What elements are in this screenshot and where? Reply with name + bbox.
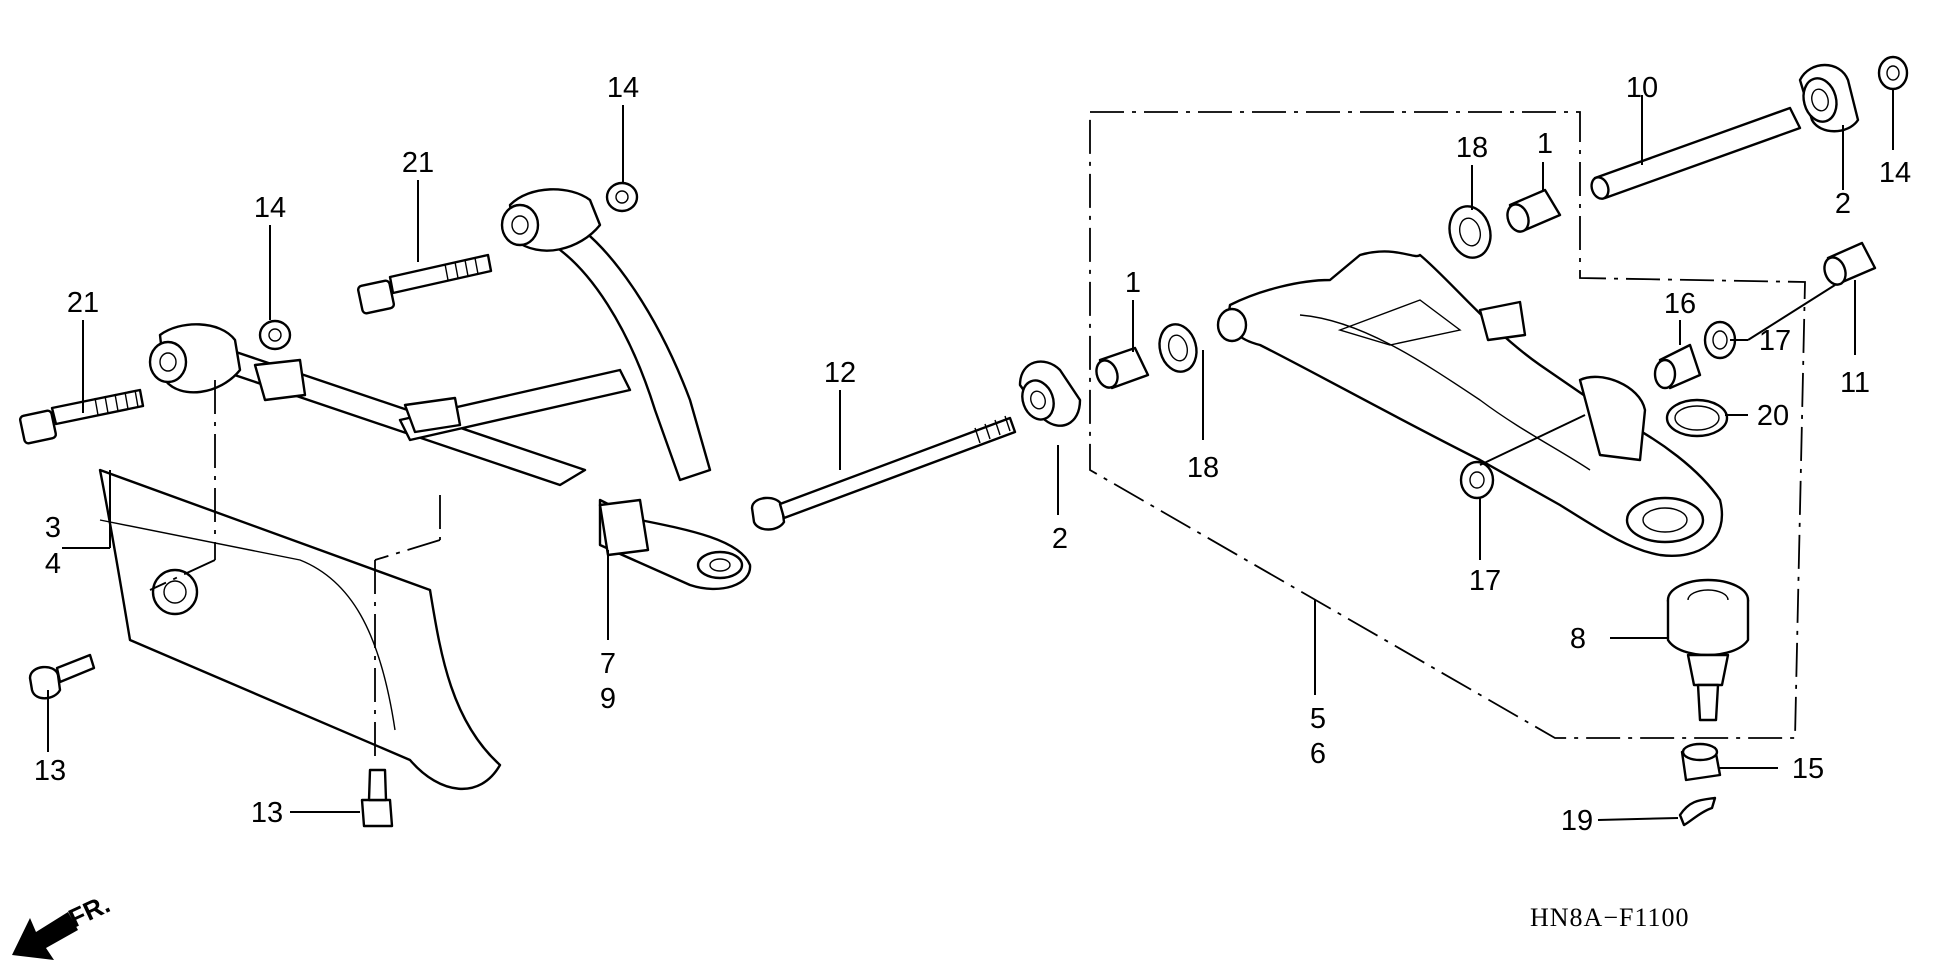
circlip-20	[1665, 398, 1729, 438]
bolt-21-left	[18, 388, 145, 445]
label-6: 6	[1310, 738, 1326, 770]
collar-1-upper	[1506, 188, 1562, 233]
label-16: 16	[1664, 288, 1696, 320]
label-14-right: 14	[1879, 157, 1911, 189]
label-18-left: 18	[1187, 452, 1219, 484]
label-7: 7	[600, 648, 616, 680]
label-4: 4	[45, 548, 61, 580]
lower-arm	[1216, 250, 1723, 557]
ball-joint-8	[1666, 578, 1750, 722]
bearing-17-lower	[1459, 460, 1495, 500]
label-21-left: 21	[67, 287, 99, 319]
long-bolt-12	[750, 415, 1017, 531]
label-1-left: 1	[1125, 267, 1141, 299]
label-3: 3	[45, 512, 61, 544]
label-10: 10	[1626, 72, 1658, 104]
arm-guard-plate	[98, 468, 502, 790]
label-15: 15	[1792, 753, 1824, 785]
front-indicator: FR.	[12, 889, 115, 960]
label-17-upper: 17	[1759, 325, 1791, 357]
left-guide-lines	[149, 380, 441, 760]
bolt-21-upper	[356, 253, 493, 315]
part-labels: 14 21 14 21 3 4 13 13 7 9 12 2 1 18 18 1…	[34, 72, 1911, 837]
castle-nut-15	[1680, 742, 1722, 782]
label-8: 8	[1570, 623, 1586, 655]
label-11: 11	[1840, 367, 1870, 399]
label-1-upper: 1	[1537, 128, 1553, 160]
nut-14-upper	[605, 181, 639, 213]
label-19: 19	[1561, 805, 1593, 837]
label-14-left: 14	[254, 192, 286, 224]
bushing-18-left	[1158, 323, 1198, 373]
cotter-pin-19	[1678, 796, 1717, 827]
label-5: 5	[1310, 703, 1326, 735]
diagram-code: HN8A−F1100	[1530, 903, 1690, 932]
collar-11	[1823, 241, 1877, 286]
spacer-2-right	[1798, 63, 1860, 133]
upper-arm-assembly	[148, 188, 752, 591]
bearing-16	[1653, 343, 1702, 390]
front-arrow-icon	[12, 912, 78, 960]
nut-14-left	[258, 319, 292, 351]
label-2-middle: 2	[1052, 523, 1068, 555]
label-9: 9	[600, 683, 616, 715]
label-13-bottom: 13	[251, 797, 283, 829]
label-18-upper: 18	[1456, 132, 1488, 164]
pivot-pipe-10	[1590, 106, 1802, 200]
bolt-13-bottom	[360, 768, 394, 828]
label-12: 12	[824, 357, 856, 389]
label-21-upper: 21	[402, 147, 434, 179]
label-17-lower: 17	[1469, 565, 1501, 597]
spacer-2-middle	[1018, 360, 1082, 427]
label-2-right: 2	[1835, 188, 1851, 220]
nut-14-right	[1877, 55, 1909, 91]
label-13-side: 13	[34, 755, 66, 787]
label-14-upper: 14	[607, 72, 639, 104]
label-20: 20	[1757, 400, 1789, 432]
leader-lines	[47, 90, 1894, 821]
bushing-18-upper	[1448, 205, 1492, 259]
collar-1-left	[1095, 346, 1150, 390]
lower-arm-assembly-outline	[1089, 111, 1806, 739]
bolt-13-side	[28, 653, 96, 700]
